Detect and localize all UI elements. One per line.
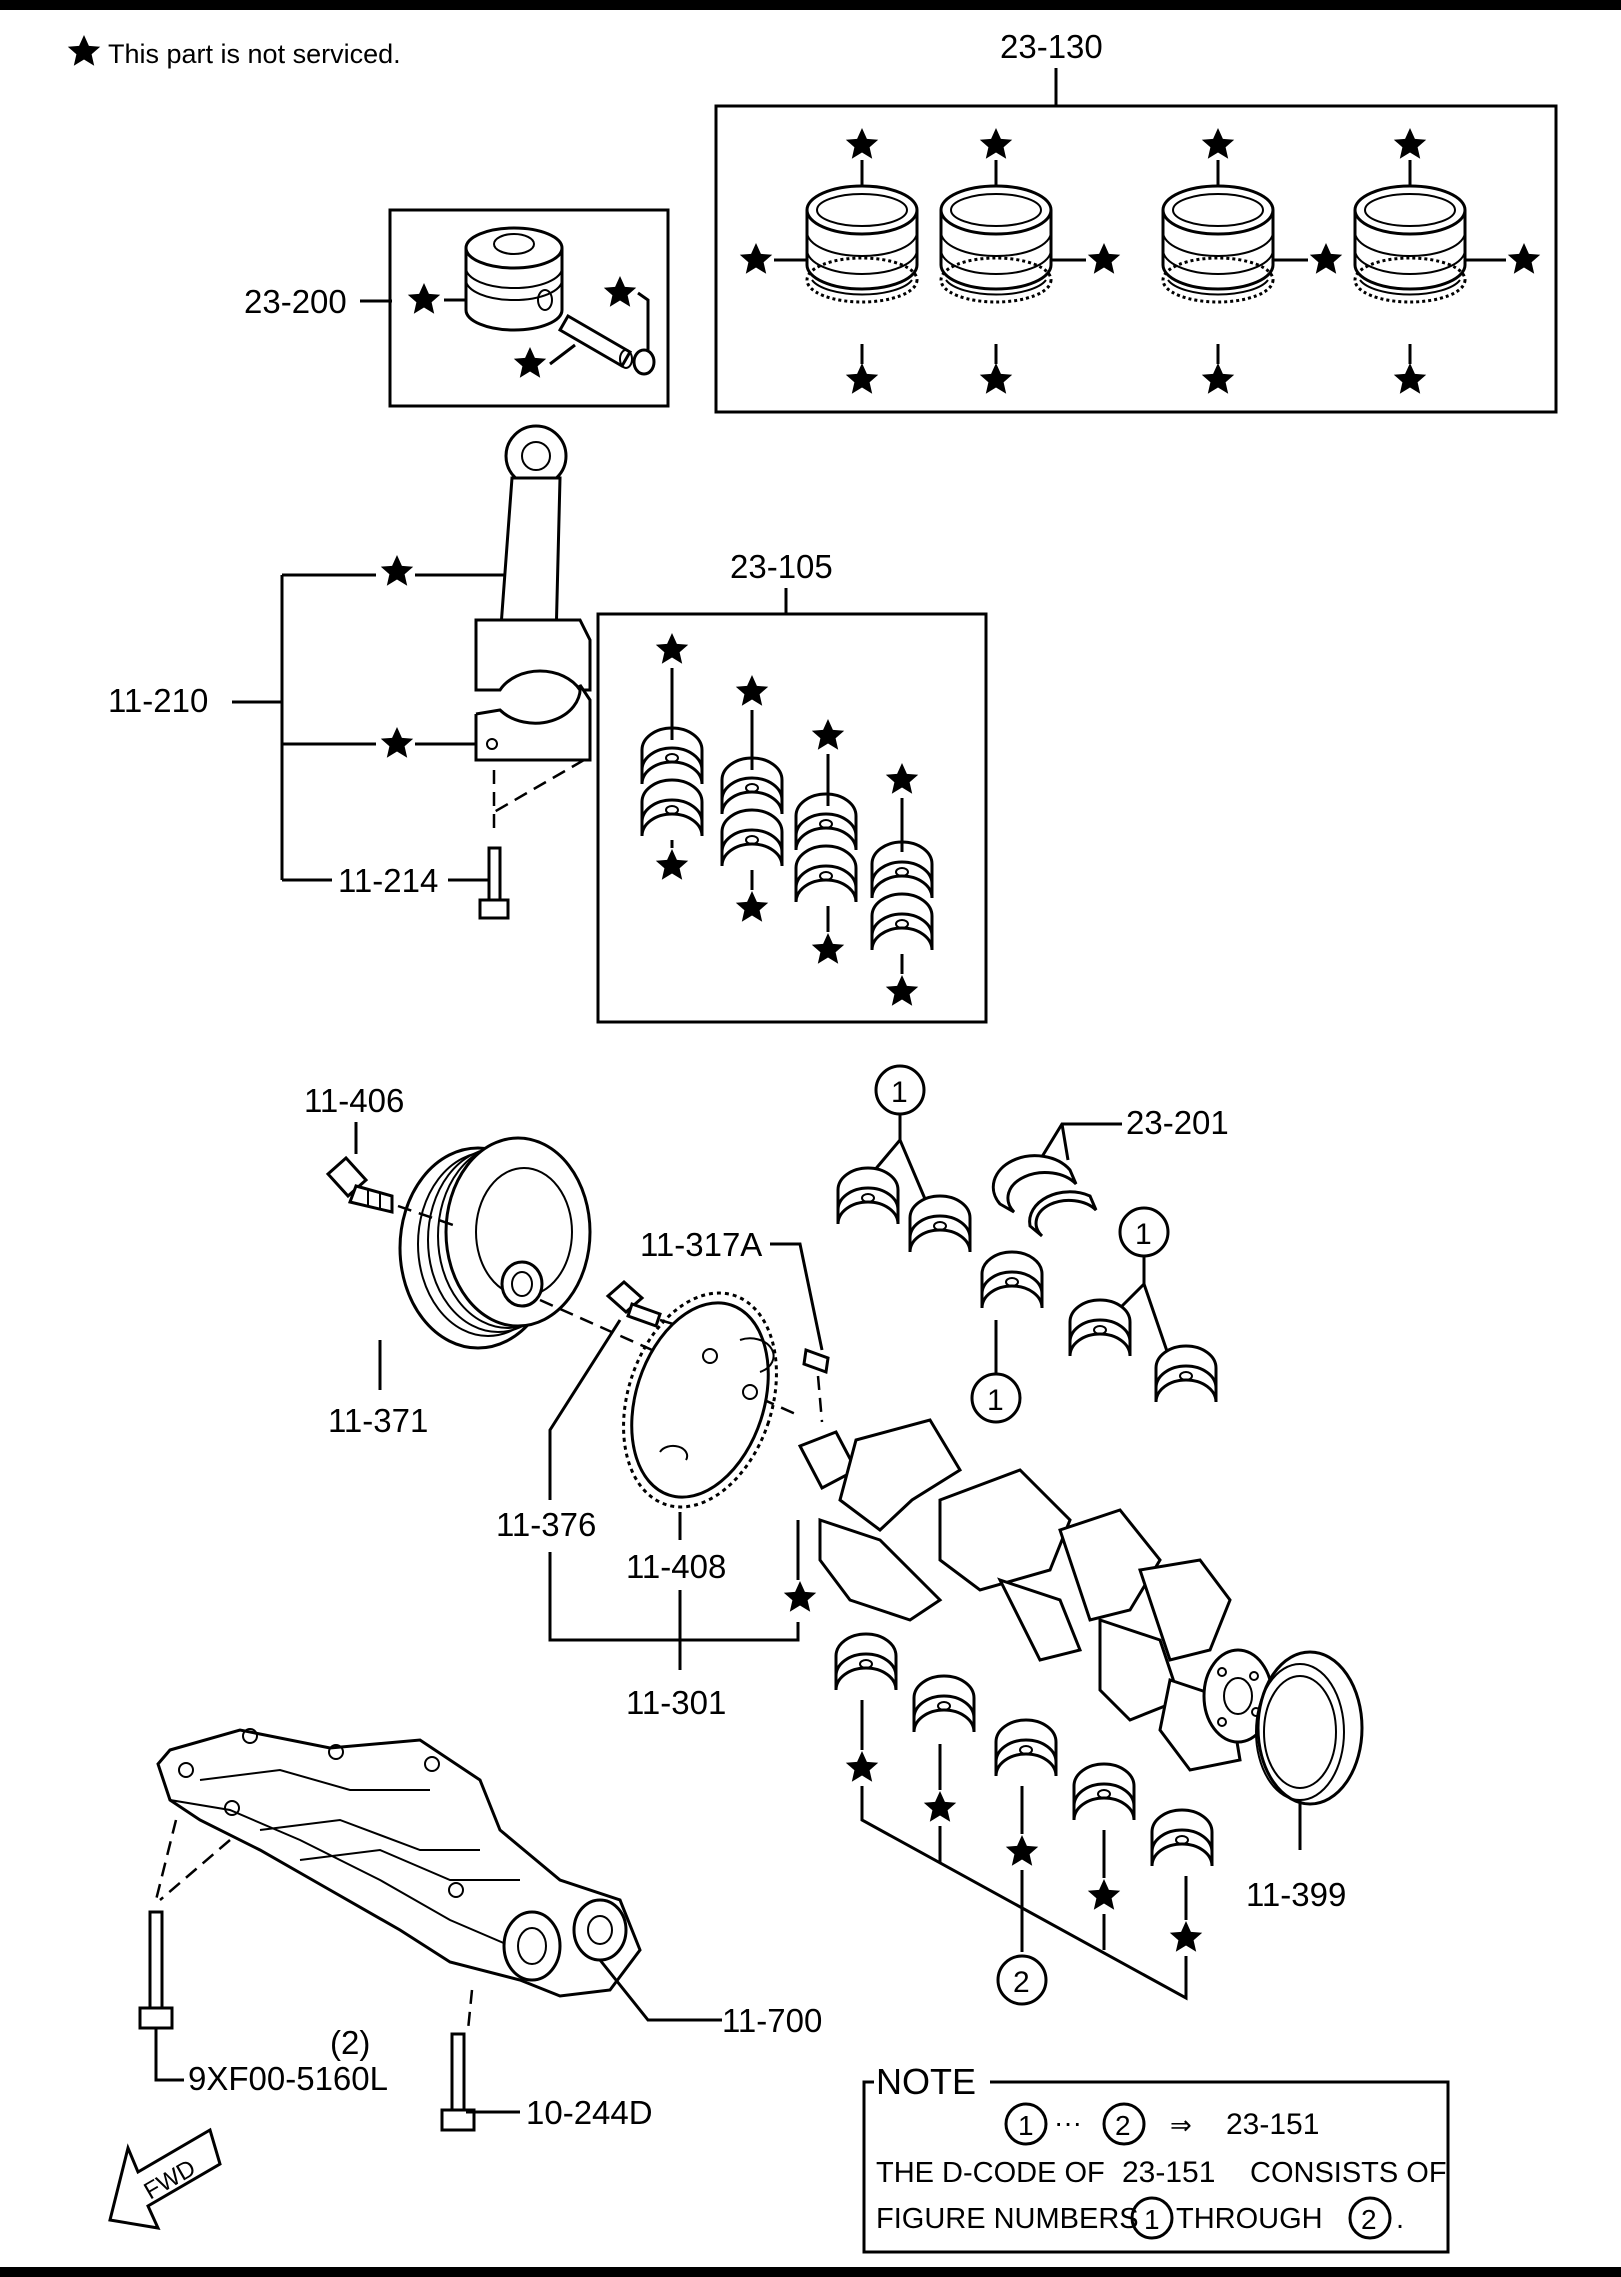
upper-main-bearing-3	[980, 1250, 1044, 1310]
rear-oil-seal	[1255, 1650, 1364, 1806]
note-code: 23-151	[1226, 2108, 1319, 2141]
box-23-105	[596, 612, 988, 1024]
woodruff-key	[802, 1347, 830, 1375]
label-11-406: 11-406	[304, 1082, 404, 1119]
note-callout-1: 1	[1018, 2110, 1034, 2141]
label-11-376: 11-376	[496, 1506, 596, 1543]
label-23-200: 23-200	[244, 283, 347, 320]
note-box: NOTE 1 ··· 2 ⇒ 23-151 THE D-CODE OF 23-1…	[862, 2061, 1450, 2254]
legend-star-icon	[67, 35, 101, 66]
note-callout-2: 2	[1115, 2110, 1131, 2141]
callout-1-a-text: 1	[891, 1076, 908, 1109]
note-line3-callout-2: 2	[1361, 2204, 1377, 2235]
note-line3-end: .	[1396, 2203, 1404, 2235]
piston-pin	[557, 313, 633, 369]
label-11-317A: 11-317A	[640, 1226, 762, 1263]
label-11-214: 11-214	[338, 862, 438, 899]
note-dots: ···	[1054, 2107, 1082, 2138]
box-23-130	[714, 104, 1558, 414]
label-23-105: 23-105	[730, 548, 833, 585]
snap-ring	[632, 348, 656, 376]
label-10-244d: 10-244D	[526, 2094, 653, 2131]
ring-stars	[739, 128, 1541, 394]
callout-1-c-text: 1	[1135, 1218, 1152, 1251]
thrust-washer-1	[991, 1154, 1078, 1214]
balancer-oil-pump-assembly	[156, 1728, 642, 1998]
crankshaft	[797, 1418, 1274, 1772]
label-11-301: 11-301	[626, 1684, 726, 1721]
forward-arrow-icon: FWD	[108, 2127, 222, 2230]
note-line3-b: THROUGH	[1176, 2203, 1323, 2235]
piston-ring-set-2	[939, 184, 1053, 304]
note-line2-code: 23-151	[1122, 2156, 1215, 2189]
rod-bearing-stars	[655, 633, 919, 1006]
pulley-bolt	[325, 1155, 394, 1214]
note-line2-b: CONSISTS OF	[1250, 2157, 1447, 2189]
callout-1-b-text: 1	[987, 1384, 1004, 1417]
rod-bearings	[640, 726, 934, 952]
upper-main-bearing-2	[908, 1194, 972, 1254]
label-23-130: 23-130	[1000, 28, 1103, 65]
label-11-210: 11-210	[108, 682, 208, 719]
label-23-201: 23-201	[1126, 1104, 1229, 1141]
thrust-washer-2	[1028, 1190, 1098, 1238]
upper-main-bearing-1	[836, 1166, 900, 1226]
label-11-700: 11-700	[722, 2002, 822, 2039]
label-11-408: 11-408	[626, 1548, 726, 1585]
lower-main-bearing-stars	[845, 1700, 1203, 2001]
bottom-border	[0, 2267, 1621, 2277]
upper-main-bearing-4	[1068, 1298, 1132, 1358]
callout-2-a	[996, 1954, 1048, 2006]
top-border	[0, 0, 1621, 10]
note-line2-a: THE D-CODE OF	[876, 2157, 1105, 2189]
legend-text: This part is not serviced.	[108, 39, 401, 69]
mounting-bolt-long	[138, 1910, 174, 2030]
note-line3-callout-1: 1	[1144, 2204, 1160, 2235]
upper-main-bearing-5	[1154, 1344, 1218, 1404]
label-9xf00-qty: (2)	[330, 2024, 370, 2061]
crankshaft-pulley	[398, 1136, 592, 1350]
connecting-rod	[474, 424, 592, 832]
note-title: NOTE	[876, 2061, 976, 2102]
label-11-371: 11-371	[328, 1402, 428, 1439]
mounting-bolt-short	[440, 2032, 476, 2132]
rod-bolt	[478, 846, 510, 920]
piston-ring-set-3	[1161, 184, 1275, 304]
label-9xf00-5160l: 9XF00-5160L	[188, 2060, 388, 2097]
piston-ring-set-1	[805, 184, 919, 304]
sprocket-bolt	[605, 1280, 662, 1328]
timing-sprocket	[622, 1291, 778, 1509]
note-arrow: ⇒	[1170, 2110, 1192, 2140]
note-line3-a: FIGURE NUMBERS	[876, 2203, 1139, 2235]
box-23-200	[388, 208, 670, 408]
label-11-399: 11-399	[1246, 1876, 1346, 1913]
callout-2-a-text: 2	[1013, 1966, 1030, 1999]
piston-ring-set-4	[1353, 184, 1467, 304]
piston	[464, 226, 564, 332]
